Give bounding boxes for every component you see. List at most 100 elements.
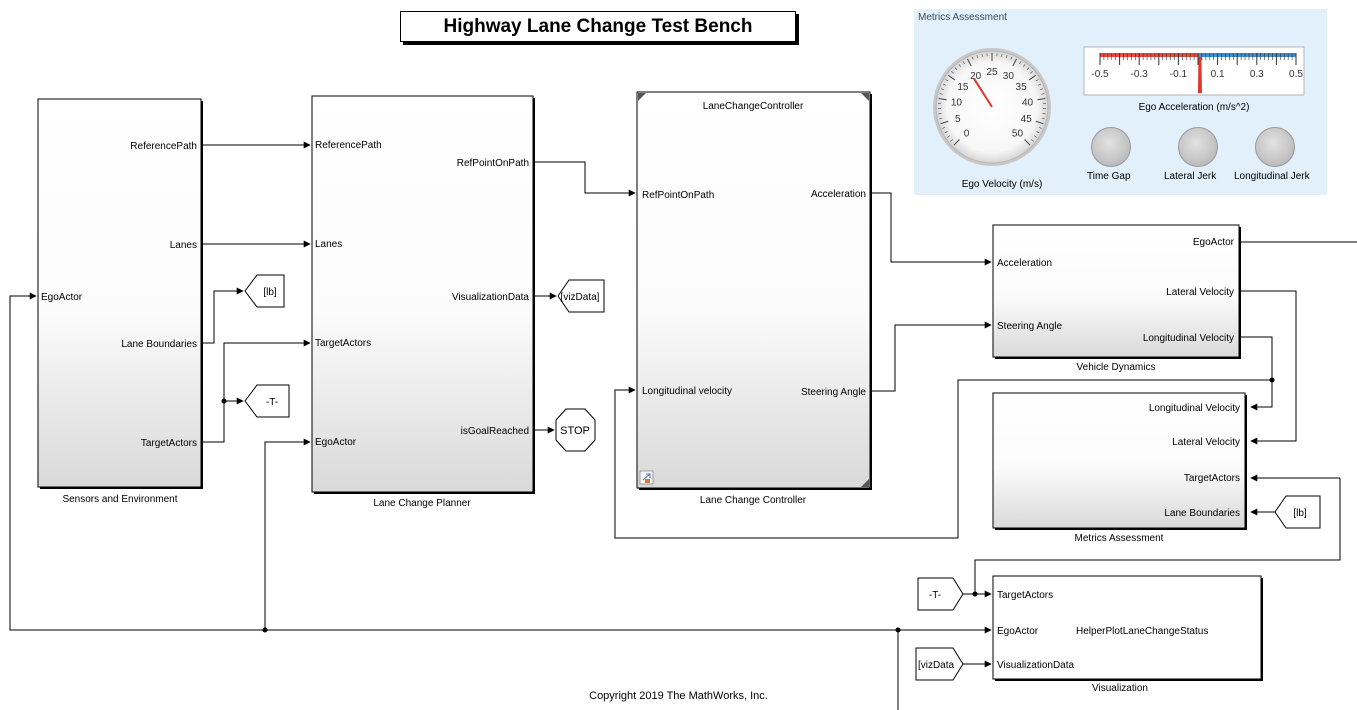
port-label: isGoalReached <box>461 426 529 437</box>
velocity-major-tick <box>940 120 949 125</box>
port-label: TargetActors <box>315 338 371 349</box>
velocity-minor-tick <box>1034 135 1037 138</box>
dashboard-title: Metrics Assessment <box>918 12 1007 23</box>
port-label: Lateral Velocity <box>1172 437 1240 448</box>
velocity-minor-tick <box>981 53 983 57</box>
velocity-tick-label: 20 <box>970 71 982 82</box>
svg-text:[lb]: [lb] <box>263 287 277 298</box>
stop-block[interactable]: STOP <box>555 408 596 452</box>
block-inner-title: LaneChangeController <box>703 101 804 112</box>
from-t-tag[interactable]: -T- <box>917 577 964 611</box>
port-label: VisualizationData <box>452 292 530 303</box>
svg-text:STOP: STOP <box>560 425 590 437</box>
port-label: Steering Angle <box>801 387 866 398</box>
port-label: Steering Angle <box>997 321 1062 332</box>
block-label: Sensors and Environment <box>62 494 177 505</box>
svg-text:-T-: -T- <box>266 397 278 408</box>
svg-text:[vizData: [vizData <box>918 660 955 671</box>
velocity-major-tick <box>938 98 947 101</box>
longitudinal-jerk-lamp <box>1255 127 1295 167</box>
velocity-major-tick <box>967 58 972 67</box>
velocity-minor-tick <box>941 88 945 91</box>
goto-lb-tag[interactable]: [lb] <box>244 274 285 308</box>
port-label: Lanes <box>170 240 197 251</box>
velocity-major-tick <box>1024 139 1031 146</box>
acceleration-gauge-label: Ego Acceleration (m/s^2) <box>1139 102 1250 113</box>
acceleration-tick-label: 0.3 <box>1250 69 1264 80</box>
negative-range-band <box>1100 53 1198 57</box>
velocity-minor-tick <box>1031 139 1034 142</box>
block-label: Lane Change Controller <box>700 495 807 506</box>
velocity-minor-tick <box>1010 56 1013 60</box>
port-label: TargetActors <box>141 438 197 449</box>
block-label: Visualization <box>1092 683 1148 694</box>
goto-t-tag[interactable]: -T- <box>244 384 290 418</box>
lane-change-controller-block[interactable]: LaneChangeController Lane Change Control… <box>636 91 872 506</box>
velocity-major-tick <box>953 139 960 146</box>
metrics-assessment-block[interactable]: Metrics Assessment Longitudinal Velocity… <box>992 392 1247 544</box>
port-label: EgoActor <box>997 626 1039 637</box>
port-label: Acceleration <box>997 258 1052 269</box>
velocity-gauge-label: Ego Velocity (m/s) <box>962 179 1043 190</box>
velocity-minor-tick <box>950 139 953 142</box>
port-label: RefPointOnPath <box>457 158 529 169</box>
port-label: ReferencePath <box>315 140 382 151</box>
velocity-major-tick <box>1037 98 1046 101</box>
velocity-minor-tick <box>943 83 946 86</box>
velocity-tick-label: 5 <box>955 114 961 125</box>
velocity-tick-label: 10 <box>951 97 963 108</box>
block-label: Lane Change Planner <box>373 498 471 509</box>
positive-range-band <box>1198 53 1296 57</box>
lamp-label: Time Gap <box>1087 171 1131 182</box>
velocity-tick-label: 45 <box>1021 114 1033 125</box>
velocity-tick-label: 35 <box>1016 82 1028 93</box>
velocity-minor-tick <box>945 79 949 82</box>
port-label: EgoActor <box>1193 237 1235 248</box>
port-label: TargetActors <box>1184 473 1240 484</box>
from-lb-tag[interactable]: [lb] <box>1274 495 1321 529</box>
port-label: VisualizationData <box>997 660 1075 671</box>
copyright-text: Copyright 2019 The MathWorks, Inc. <box>589 690 768 702</box>
port-label: Lateral Velocity <box>1166 287 1234 298</box>
velocity-minor-tick <box>1041 117 1045 120</box>
velocity-minor-tick <box>1026 67 1030 71</box>
velocity-minor-tick <box>942 126 946 129</box>
port-label: Acceleration <box>811 189 866 200</box>
velocity-minor-tick <box>944 131 948 134</box>
branch-points <box>221 377 1275 633</box>
time-gap-lamp <box>1091 127 1131 167</box>
velocity-minor-tick <box>1030 71 1033 74</box>
velocity-minor-tick <box>947 135 950 138</box>
acceleration-tick-label: -0.1 <box>1170 69 1188 80</box>
velocity-minor-tick <box>939 93 943 95</box>
port-label: EgoActor <box>315 437 357 448</box>
port-label: Longitudinal Velocity <box>1149 403 1240 414</box>
goto-vizdata-tag[interactable]: [vizData] <box>557 279 605 313</box>
velocity-major-tick <box>1035 120 1044 125</box>
velocity-minor-tick <box>958 64 961 67</box>
vehicle-dynamics-block[interactable]: Vehicle Dynamics Acceleration Steering A… <box>992 224 1241 373</box>
visualization-block[interactable]: Visualization HelperPlotLaneChangeStatus… <box>992 575 1263 694</box>
velocity-needle <box>972 77 993 108</box>
lateral-jerk-lamp <box>1178 127 1218 167</box>
acceleration-needle <box>1197 57 1202 93</box>
svg-text:[vizData]: [vizData] <box>561 292 600 303</box>
sensors-environment-block[interactable]: Sensors and Environment EgoActor Referen… <box>37 98 203 505</box>
velocity-minor-tick <box>1041 93 1045 95</box>
svg-text:[lb]: [lb] <box>1293 508 1307 519</box>
port-label: EgoActor <box>41 292 83 303</box>
velocity-tick-label: 0 <box>964 128 970 139</box>
from-vizdata-tag[interactable]: [vizData <box>915 647 964 681</box>
lane-change-planner-block[interactable]: Lane Change Planner ReferencePath Lanes … <box>311 95 535 509</box>
signal-lines <box>9 141 1357 710</box>
velocity-minor-tick <box>962 61 965 65</box>
port-label: Lanes <box>315 239 342 250</box>
block-label: Metrics Assessment <box>1075 533 1164 544</box>
velocity-minor-tick <box>1035 79 1039 82</box>
velocity-minor-tick <box>1023 64 1026 67</box>
lamp-label: Lateral Jerk <box>1164 171 1217 182</box>
velocity-minor-tick <box>1039 88 1043 91</box>
